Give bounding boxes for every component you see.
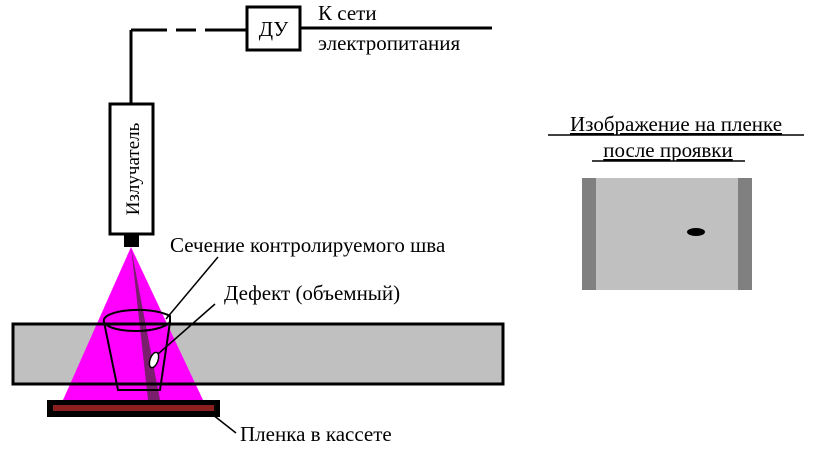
defect-leader-line <box>157 303 216 355</box>
defect <box>148 351 160 369</box>
film-image-title-line2: после проявки <box>603 138 733 162</box>
developed-film-image <box>582 178 752 290</box>
defect-label: Дефект (объемный) <box>224 281 400 305</box>
film-image-left-edge <box>582 178 596 290</box>
film-strip <box>53 405 214 411</box>
emitter-nozzle <box>124 234 139 247</box>
defect-shadow <box>687 228 705 236</box>
mains-label-line1: К сети <box>318 1 377 25</box>
cable <box>129 28 247 104</box>
control-unit-label: ДУ <box>259 17 289 41</box>
film-image-right-edge <box>738 178 752 290</box>
film-image-title-line1: Изображение на пленке <box>570 112 782 136</box>
film-label: Пленка в кассете <box>240 422 392 446</box>
emitter-label: Излучатель <box>123 122 144 215</box>
weld-leader-line <box>165 256 219 320</box>
mains-label-line2: электропитания <box>318 31 461 55</box>
weld-section <box>102 308 171 391</box>
emitter: Излучатель <box>108 102 155 247</box>
control-unit: ДУ <box>245 5 302 52</box>
film-cassette <box>47 400 220 417</box>
weld-section-label: Сечение контролируемого шва <box>170 233 446 257</box>
